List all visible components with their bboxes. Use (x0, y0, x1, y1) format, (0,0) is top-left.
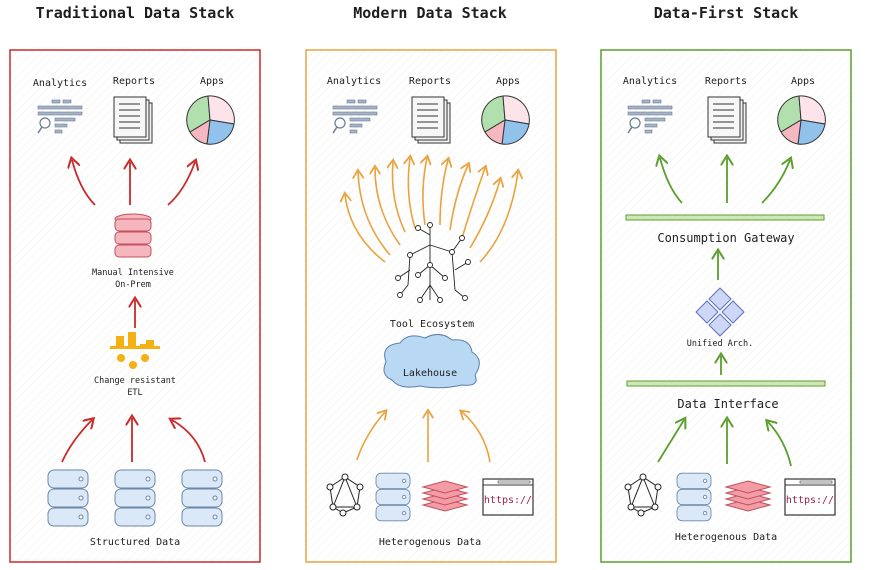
structured-data-label: Structured Data (90, 537, 180, 548)
analytics-label: Analytics (33, 78, 87, 89)
heterogenous-data-label: Heterogenous Data (675, 532, 777, 543)
structured-database-icon-1 (47, 469, 89, 527)
reports-label: Reports (409, 76, 451, 87)
data-first-source-arrows (657, 420, 792, 467)
analytics-label: Analytics (327, 76, 381, 87)
tool-ecosystem-label: Tool Ecosystem (390, 319, 474, 330)
data-first-stack-title: Data-First Stack (654, 4, 799, 22)
unified-architecture-icon (695, 287, 745, 337)
traditional-stack-title: Traditional Data Stack (36, 4, 235, 22)
lakehouse-label: Lakehouse (403, 368, 457, 379)
https-text: https:// (484, 495, 532, 506)
analytics-label: Analytics (623, 76, 677, 87)
apps-label: Apps (496, 76, 520, 87)
etl-label-line2: ETL (127, 388, 142, 398)
database-icon (375, 472, 411, 522)
modern-stack-title: Modern Data Stack (353, 4, 507, 22)
reports-label: Reports (705, 76, 747, 87)
modern-source-arrows (356, 412, 491, 463)
traditional-outputs: Analytics Reports Apps (33, 76, 235, 145)
tool-ecosystem-tree-icon (395, 222, 471, 303)
etl-icon (110, 332, 160, 369)
reports-icon (411, 96, 451, 144)
database-icon (676, 472, 712, 522)
modern-outputs: Analytics Reports Apps (327, 76, 530, 145)
reports-icon (113, 96, 153, 144)
data-interface-label: Data Interface (677, 397, 778, 411)
pie-chart-icon (186, 95, 235, 145)
on-prem-database-icon (114, 213, 152, 258)
https-browser-icon: https:// (784, 478, 836, 516)
unified-arch-label: Unified Arch. (687, 339, 754, 349)
traditional-output-arrows (72, 160, 195, 206)
https-text: https:// (786, 495, 834, 506)
reports-label: Reports (113, 76, 155, 87)
etl-label-line1: Change resistant (94, 376, 176, 386)
lakehouse-cloud-icon (383, 334, 480, 389)
storage-label-line2: On-Prem (115, 280, 151, 290)
data-interface-bar (626, 380, 826, 387)
reports-icon (707, 96, 747, 144)
modern-output-arrows (345, 158, 518, 263)
https-browser-icon: https:// (482, 478, 534, 516)
structured-database-icon-2 (114, 469, 156, 527)
storage-label-line1: Manual Intensive (92, 268, 174, 278)
apps-label: Apps (791, 76, 815, 87)
traditional-source-arrows (61, 418, 206, 463)
structured-database-icon-3 (181, 469, 223, 527)
data-first-output-arrows (660, 158, 790, 204)
consumption-gateway-bar (625, 214, 825, 221)
data-first-outputs: Analytics Reports Apps (623, 76, 826, 145)
consumption-gateway-label: Consumption Gateway (657, 231, 794, 245)
pie-chart-icon (481, 95, 530, 145)
heterogenous-data-label: Heterogenous Data (379, 537, 481, 548)
apps-label: Apps (200, 76, 224, 87)
pie-chart-icon (777, 95, 826, 145)
